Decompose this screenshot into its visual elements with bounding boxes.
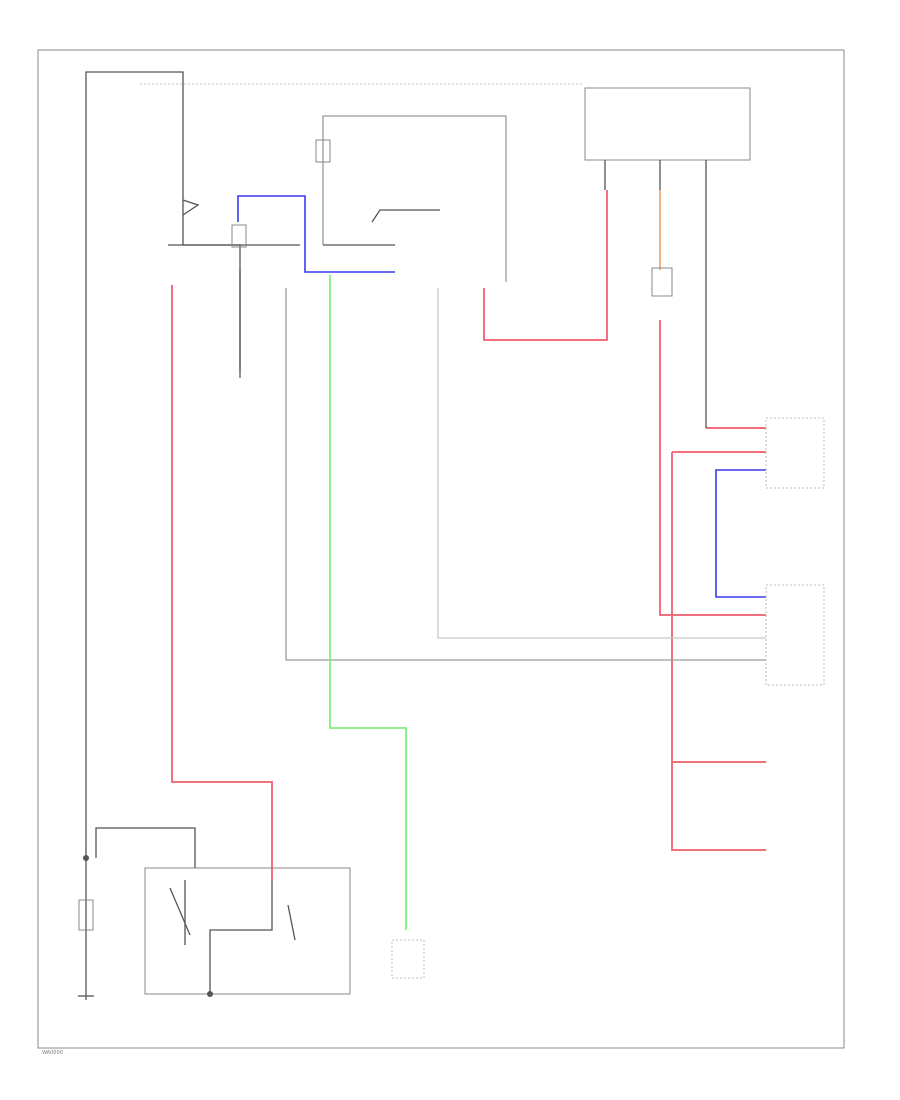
starter-relay-group: [168, 199, 300, 372]
red-wire-right-bus: [659, 320, 766, 616]
lower-ecm-connector: [391, 939, 425, 979]
blue-wire-right: [715, 469, 766, 598]
red-wire-right-lower: [671, 452, 766, 851]
top-power-bus: [85, 71, 583, 858]
footer-code: WA0000: [42, 1050, 63, 1056]
right-connector-middle: [765, 584, 825, 686]
starter-cut-relay-group: [315, 139, 440, 246]
ecm-box: [584, 87, 751, 190]
grey-wire-long-1: [285, 288, 766, 661]
starter-motor: [83, 827, 351, 997]
fuse-box-right: [651, 267, 673, 297]
red-wire-main-left: [171, 285, 273, 880]
grey-wire-long-2: [437, 288, 766, 639]
diagram-frame: [37, 49, 845, 1049]
red-wire-ecm-link: [483, 190, 608, 341]
blue-wire-top: [237, 195, 395, 273]
battery: [78, 858, 94, 1000]
green-wire: [329, 275, 407, 930]
right-connector-upper: [765, 417, 825, 489]
